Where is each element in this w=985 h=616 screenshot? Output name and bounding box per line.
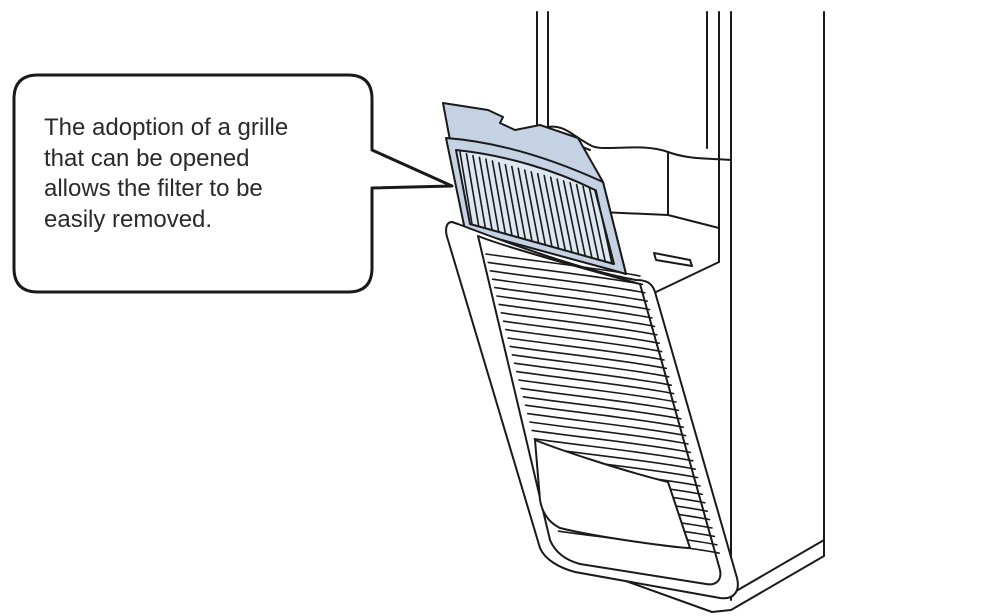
filter-pleat <box>549 176 567 252</box>
filter-pleat <box>491 160 507 235</box>
filter-pleat <box>569 181 587 258</box>
grille-slat <box>487 261 644 286</box>
filter-pleat <box>504 163 520 239</box>
filter-pleat <box>472 154 487 229</box>
callout-line: that can be opened <box>44 144 250 172</box>
filter-pleat <box>498 162 513 237</box>
grille-slat <box>533 438 694 462</box>
filter-pleat <box>485 158 500 233</box>
grille-slat <box>489 270 646 294</box>
grille-slat <box>500 312 658 336</box>
grille-slat <box>518 379 677 403</box>
callout-bubble <box>12 73 454 294</box>
grille-slat <box>513 362 672 386</box>
filter-pleat <box>588 187 607 263</box>
filter-pleat <box>582 185 600 261</box>
filter-pleat <box>523 169 540 244</box>
filter-pleat <box>459 151 473 225</box>
filter-pleats <box>459 151 613 265</box>
grille-slat <box>516 370 675 395</box>
grille-door <box>445 221 739 600</box>
callout-text: The adoption of a grille that can be ope… <box>44 113 354 235</box>
filter-pleat <box>575 183 593 260</box>
grille-slat <box>522 396 682 420</box>
grille-slat <box>531 429 692 454</box>
tower-body <box>536 11 825 613</box>
air-purifier-unit <box>442 11 825 613</box>
grille-slat <box>511 354 670 378</box>
callout-line: The adoption of a grille <box>44 114 289 141</box>
grille-slat <box>498 303 656 328</box>
filter-pleat <box>511 165 527 241</box>
filter-pleat <box>536 172 553 248</box>
grille-slat <box>485 253 641 277</box>
filter-frame <box>445 137 627 275</box>
callout-line: easily removed. <box>44 205 213 233</box>
grille-slat <box>527 412 687 437</box>
grille-slat <box>520 387 680 412</box>
latch-slot <box>653 252 693 267</box>
grille-slat <box>529 421 689 445</box>
grille-slat <box>494 286 651 311</box>
grille-slat <box>491 278 648 302</box>
filter-pleat <box>595 189 613 265</box>
grille-slat <box>507 337 665 361</box>
filter-pleat <box>517 167 533 242</box>
grille-slat <box>509 345 668 370</box>
filter-pleat <box>530 171 547 246</box>
grille-slat <box>502 320 660 344</box>
filter-pleat <box>562 180 580 256</box>
filter-pleat <box>465 153 480 227</box>
filter-pleat <box>478 156 493 231</box>
grille-slat <box>505 328 663 353</box>
grille-slat <box>524 404 684 428</box>
filter-pleat <box>556 178 573 254</box>
filter-pleat <box>543 174 560 250</box>
callout-line: allows the filter to be <box>44 175 263 202</box>
grille-slat <box>496 295 653 319</box>
